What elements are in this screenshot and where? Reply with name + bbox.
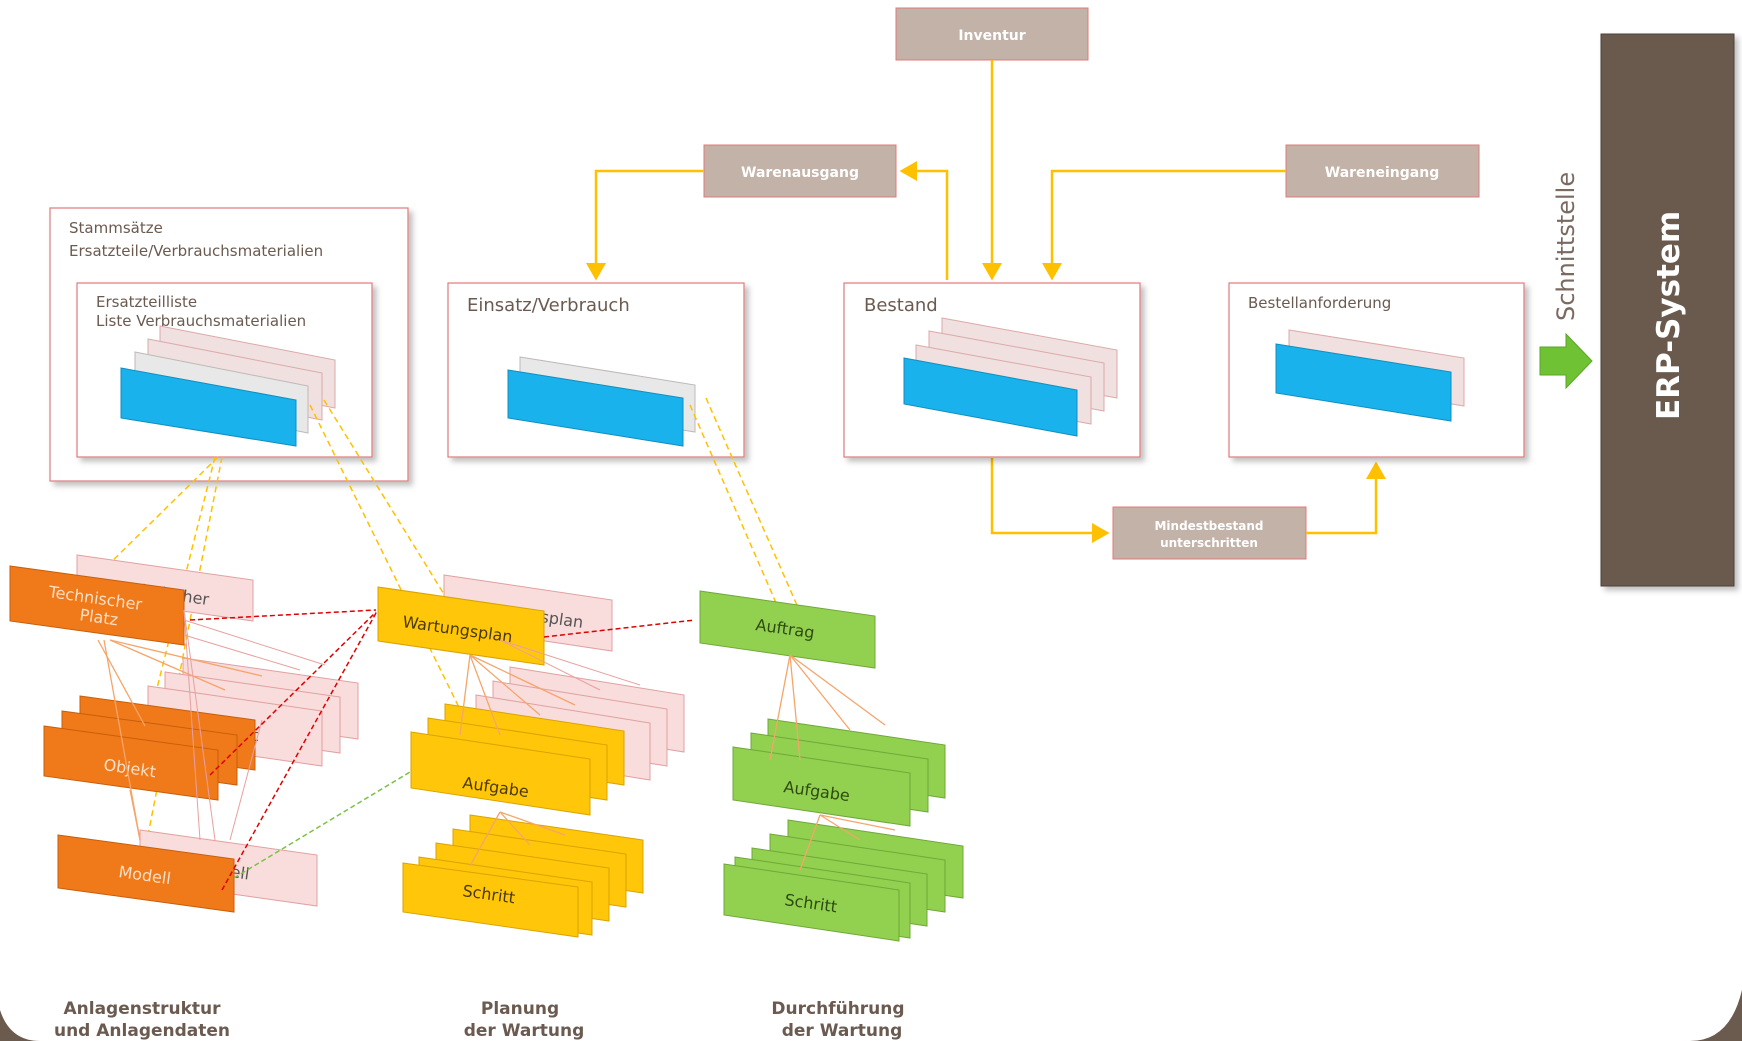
ersatzteilliste-title-2: Liste Verbrauchsmaterialien [96,312,306,330]
wareneingang-label: Wareneingang [1325,165,1439,181]
link-auf-sch-3 [499,811,566,836]
technischer-platz-group: Technischer Technischer Platz [9,554,254,646]
link-pink-2 [183,619,326,666]
inventur-box: Inventur [895,7,1089,61]
link-stammsaetze-2 [139,456,223,877]
auftrag-group: Auftrag [699,590,876,669]
link-auf-sch-2 [499,811,531,846]
card-stack-bestellanforderung [1275,329,1465,422]
link-auf-exec-2 [789,654,851,731]
schritt-exec-group: Schritt [723,819,964,942]
card-stack-stammsaetze [120,325,336,447]
link-tp-obj-2 [109,639,226,691]
link-wp-back-1 [499,639,601,691]
aufgabe-plan-group: Aufgabe [410,703,625,816]
bestellanforderung-title: Bestellanforderung [1248,294,1391,312]
bestellanforderung-panel: Bestellanforderung [1228,282,1525,458]
corner-arc-left [0,1010,40,1041]
link-exec-sch-2 [819,814,861,841]
link-stammsaetze-5 [323,399,456,613]
wartungsplan-group: splan Wartungsplan [377,574,613,666]
mindestbestand-label-1: Mindestbestand [1154,519,1263,533]
relation-tp-wp [189,609,377,621]
corner-arc-right [1690,990,1742,1041]
link-einsatz-2 [705,397,801,613]
arrow-wareneingang-bestand [1042,169,1286,281]
link-pink-1 [183,634,301,671]
link-tp-obj-1 [97,639,146,727]
mindestbestand-label-2: unterschritten [1160,536,1258,550]
link-wp-auf-3 [469,654,576,706]
einsatz-panel: Einsatz/Verbrauch [447,282,745,458]
link-auf-exec-4 [769,654,791,761]
footer-col1-line1: Anlagenstruktur [63,999,221,1019]
link-tp-mod [103,639,141,841]
erp-system-label: ERP-System [1651,211,1687,420]
bestand-title: Bestand [864,295,938,316]
einsatz-title: Einsatz/Verbrauch [467,295,630,316]
link-auf-exec-1 [789,654,801,761]
arrow-mindestbestand-bestellanforderung [1306,461,1386,535]
card-stack-bestand [903,317,1118,437]
mindestbestand-box: Mindestbestand unterschritten [1112,506,1307,560]
link-wp-auf-4 [459,654,471,736]
warenausgang-box: Warenausgang [703,144,897,198]
link-pink-4 [183,609,216,841]
erp-system-box: ERP-System [1600,33,1735,587]
bestand-panel: Bestand [843,282,1141,458]
footer-col1-line2: und Anlagendaten [54,1021,230,1041]
relation-mod-aufgabe [233,771,411,879]
stammsaetze-panel: Stammsätze Ersatzteile/Verbrauchsmateria… [49,207,409,482]
relation-mod-wp [221,612,377,891]
footer-col3-line2: der Wartung [782,1021,903,1041]
link-stammsaetze-4 [309,404,483,755]
warenausgang-label: Warenausgang [741,165,859,181]
relation-obj-wp [209,611,377,776]
wareneingang-box: Wareneingang [1285,144,1480,198]
link-auf-exec-3 [789,654,886,726]
arrow-bestand-mindestbestand [990,458,1110,543]
link-wp-back-2 [499,639,641,686]
card-stack-einsatz [507,356,696,447]
link-einsatz-1 [689,404,781,613]
aufgabe-exec-group: Aufgabe [732,718,946,827]
link-obj-mod-1 [129,789,141,841]
link-wp-auf-2 [469,654,541,716]
link-pink-5 [229,719,263,841]
footer-col2-line1: Planung [481,999,559,1019]
footer-col3-line1: Durchführung [771,999,904,1019]
inventur-label: Inventur [958,28,1025,44]
stammsaetze-title-2: Ersatzteile/Verbrauchsmaterialien [69,242,323,260]
link-exec-sch-3 [819,814,896,831]
relation-wp-auftrag [543,619,696,638]
objekt-group: t Objekt [43,657,359,801]
arrow-bestand-warenausgang [899,161,949,280]
link-wp-auf-1 [469,654,501,736]
arrow-warenausgang-einsatz [586,169,704,281]
schritt-plan-group: Schritt [402,814,644,938]
interface-arrow [1539,332,1593,390]
footer-col2-line2: der Wartung [464,1021,585,1041]
link-tp-obj-3 [109,639,263,677]
schnittstelle-label: Schnittstelle [1552,172,1580,321]
link-stammsaetze-1 [97,456,219,576]
ersatzteilliste-title-1: Ersatzteilliste [96,293,197,311]
stammsaetze-title-1: Stammsätze [69,219,163,237]
modell-group: ell Modell [57,829,318,913]
link-pink-3 [183,609,201,841]
link-exec-sch-1 [799,814,821,871]
link-auf-sch-1 [469,811,501,867]
